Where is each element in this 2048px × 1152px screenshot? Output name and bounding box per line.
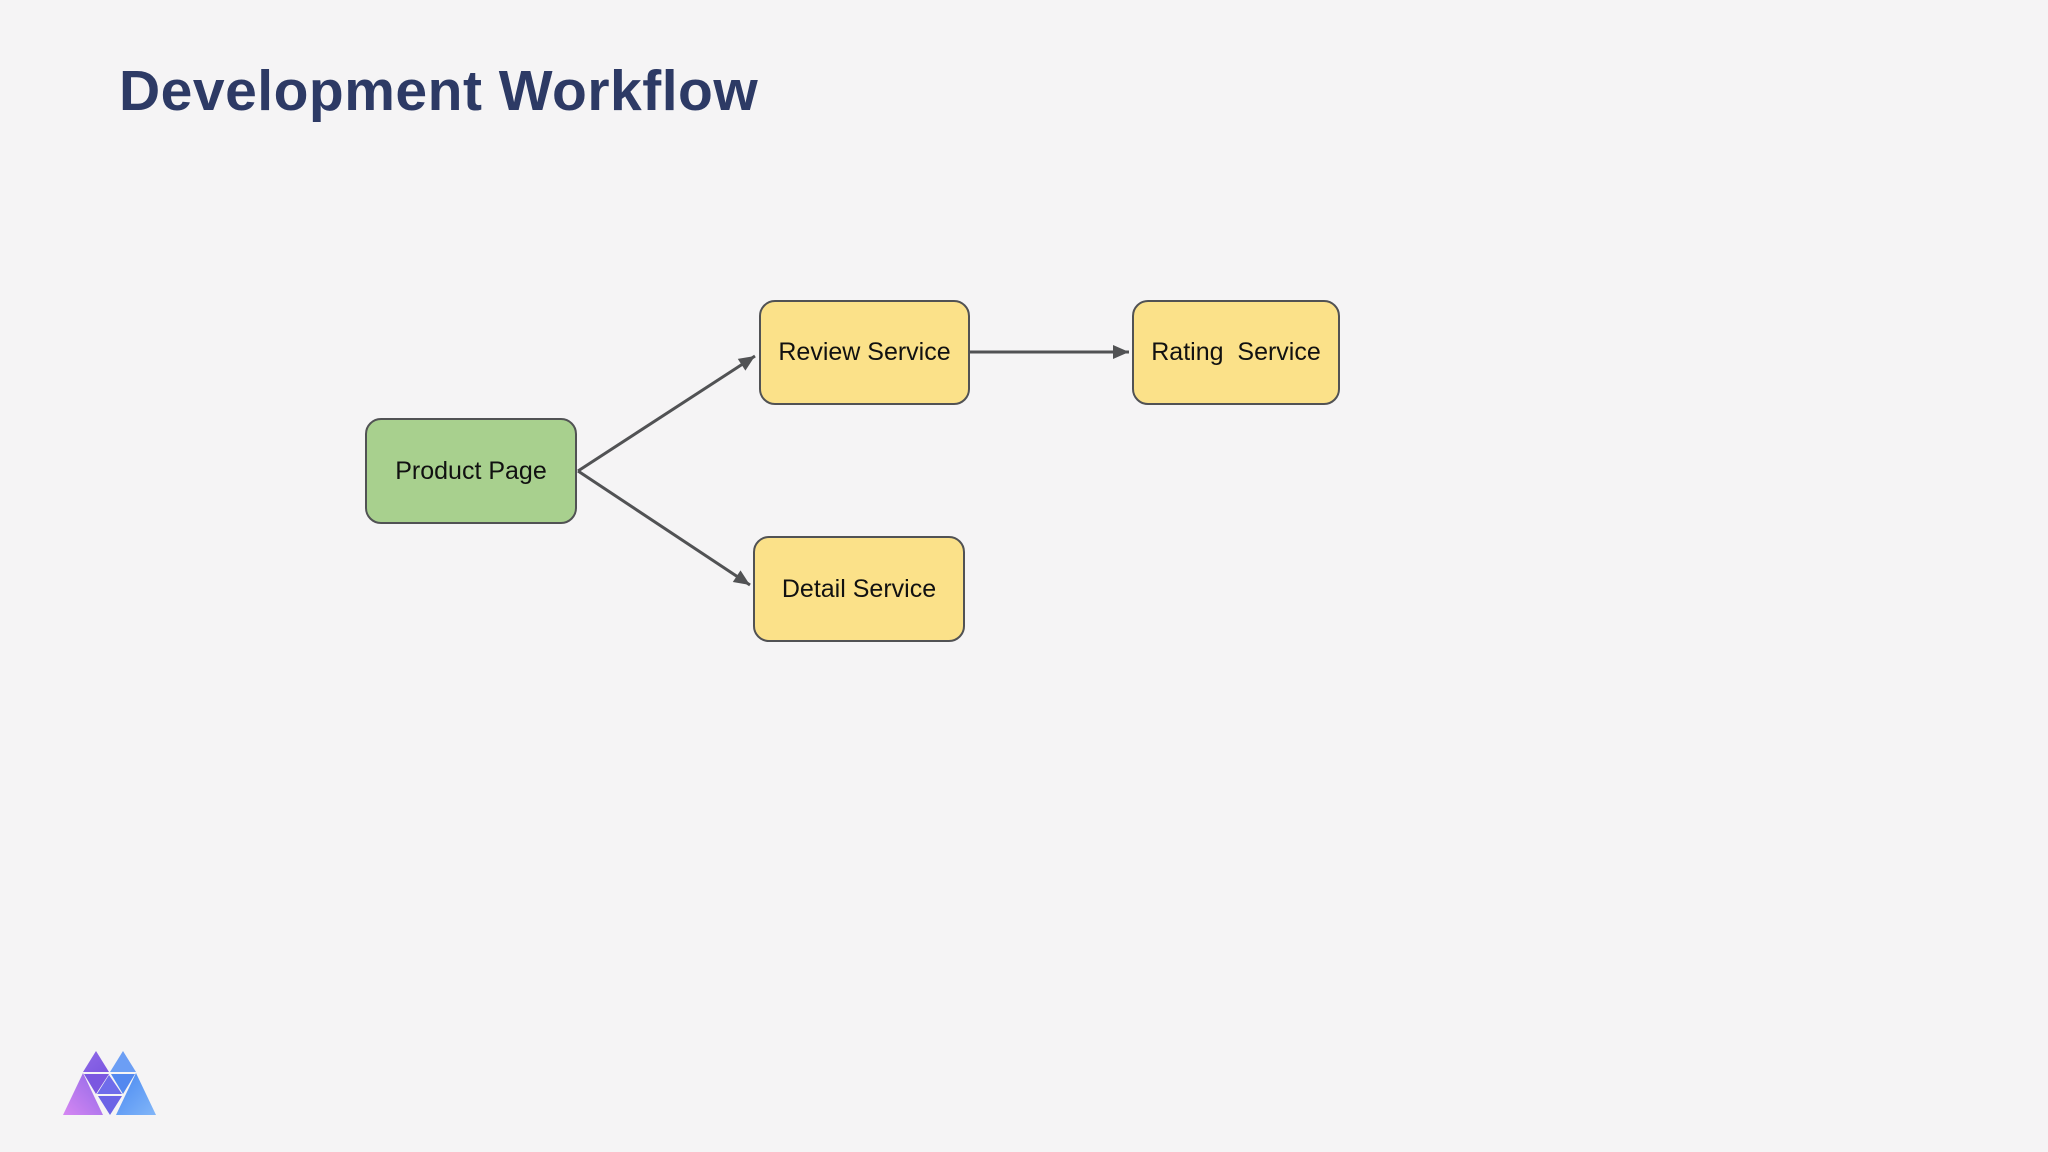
node-product-page: Product Page [365,418,577,524]
logo-triangle-big-right [116,1073,156,1115]
logo-triangle-mid-up [97,1075,122,1094]
m-triangles-logo [63,1051,156,1115]
logo-triangle-mid-down [98,1096,122,1115]
node-detail-service: Detail Service [753,536,965,642]
edge-product-to-detail [577,469,751,587]
logo-triangle-peak-left [83,1051,109,1072]
node-rating-service: Rating Service [1132,300,1340,405]
node-label: Review Service [778,338,951,366]
logo-triangle-down-left [84,1074,109,1094]
edge-product-to-review [577,354,756,473]
node-label: Rating Service [1151,338,1321,366]
node-review-service: Review Service [759,300,970,405]
logo-triangle-peak-right [110,1051,136,1072]
logo-triangle-down-right [111,1074,135,1094]
page-title: Development Workflow [119,59,759,123]
node-label: Detail Service [781,574,937,603]
node-label: Product Page [395,456,547,485]
logo-triangle-big-left [63,1073,103,1115]
